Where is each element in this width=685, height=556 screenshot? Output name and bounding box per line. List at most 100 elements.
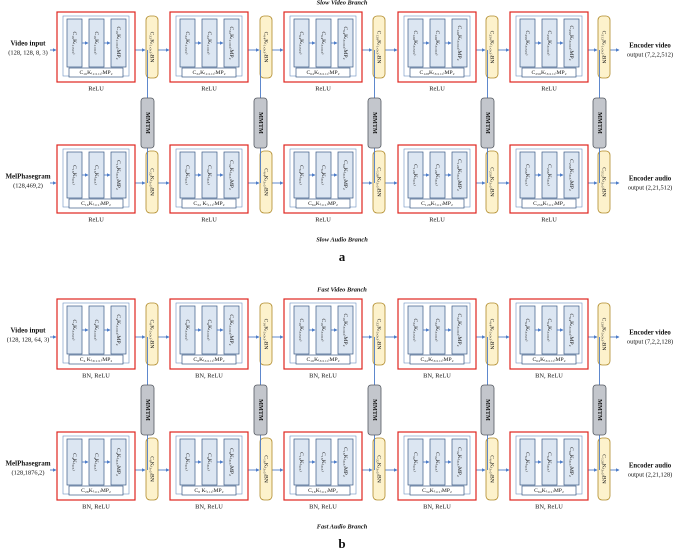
- conv-layer: [223, 151, 240, 199]
- bn-conv-block: [485, 150, 499, 214]
- mmtm-block: [140, 97, 155, 149]
- skip-conv: [68, 354, 124, 365]
- skip-conv: [181, 67, 237, 78]
- bn-conv-label: C₃₂K₍₃,₃,₃₎BN: [376, 319, 382, 350]
- conv-layer-label: C₃₂K₍₃,₃₎MP₂: [228, 160, 234, 190]
- skip-conv: [181, 198, 237, 209]
- video-input-title: Video input: [11, 327, 47, 335]
- mmtm-block: [140, 384, 155, 436]
- conv-layer-label: C₁₆K₍₁,₃,₃₎MP₂: [115, 26, 121, 59]
- bn-conv-block: [259, 437, 273, 501]
- activation-label: BN, ReLU: [195, 372, 223, 379]
- bn-conv-block: [145, 15, 159, 79]
- stage-block: C₁₆K₍₅,₅₎C₁₆K₍₃,₃₎C₁₆K₍₃,₃₎MP₂C₁₆K₍₁,₁₎M…: [56, 144, 136, 214]
- bn-conv-label: C₁₂₈K₍₃,₃₎BN: [601, 454, 607, 483]
- skip-conv-label: C₁₆K₍₃,₁,₁₎MP₂: [306, 357, 339, 363]
- stage-block: C₆₄K₍₃,₅,₅₎C₆₄K₍₃,₃,₃₎C₆₄K₍₃,₃,₃₎MP₂C₆₄K…: [509, 298, 589, 370]
- conv-layer-label: C₆₄K₍₃,₃₎: [320, 165, 326, 185]
- skip-conv-label: C₁₂₈K₍₁,₁₎MP₂: [421, 201, 453, 207]
- bn-conv-label: C₁₆K₍₃,₃,₃₎BN: [263, 319, 269, 350]
- activation-label: BN, ReLU: [309, 372, 337, 379]
- conv-layer: [451, 438, 468, 486]
- stage-block: C₃₂K₍₅,₅₎C₃₂K₍₃,₃₎C₃₂K₍₃,₃₎MP₂C₃₂K₍₁,₁₎M…: [397, 431, 477, 501]
- bn-conv-label: C₆₄K₍₃,₃₎BN: [263, 168, 269, 196]
- bn-conv-block: [597, 150, 611, 214]
- mmtm-block: [367, 97, 382, 149]
- bn-conv-block: [597, 15, 611, 79]
- bn-conv-label: C₂₅₆K₍₁,₃,₃₎BN: [489, 31, 495, 64]
- conv-layer-label: C₃₂K₍₃,₃,₃₎: [434, 318, 440, 342]
- bn-conv-label: C₂₅₆K₍₃,₃₎BN: [489, 167, 495, 196]
- skip-conv-label: C₂₅₆K₍₃,₁,₁₎MP₂: [531, 70, 566, 76]
- conv-layer-label: C₄K₍₃,₃,₃₎: [93, 319, 99, 341]
- bn-conv-label: C₆₄K₍₃,₃,₃₎BN: [489, 319, 495, 350]
- bn-conv-block: [259, 302, 273, 366]
- conv-layer-label: C₆₄K₍₃,₅,₅₎: [298, 31, 304, 55]
- conv-layer: [110, 18, 127, 68]
- conv-layer: [451, 305, 468, 355]
- conv-layer-label: C₂₅₆K₍₃,₃,₃₎MP₂: [568, 25, 574, 60]
- conv-layer: [337, 151, 354, 199]
- conv-layer-label: C₄K₍₃,₃₎: [93, 453, 99, 471]
- conv-layer-label: C₆₄K₍₅,₅₎: [524, 452, 530, 472]
- mmtm-block: [480, 384, 495, 436]
- mmtm-label: MMTM: [596, 112, 603, 134]
- bn-conv-block: [485, 437, 499, 501]
- mmtm-label: MMTM: [484, 112, 491, 134]
- skip-conv: [181, 485, 237, 496]
- mmtm-block: [367, 384, 382, 436]
- conv-layer-label: C₁₆K₍₃,₃₎MP₂: [342, 447, 348, 477]
- audio-output-dims: output (2,21,128): [628, 471, 673, 478]
- conv-layer: [110, 438, 127, 486]
- bn-conv-block: [485, 15, 499, 79]
- conv-layer-label: C₁₆K₍₁,₃,₃₎: [93, 31, 99, 55]
- conv-layer-label: C₁₆K₍₃,₃₎: [320, 452, 326, 472]
- conv-layer-label: C₆₄K₍₃,₅,₅₎: [524, 318, 530, 342]
- skip-conv: [181, 354, 237, 365]
- mmtm-label: MMTM: [144, 399, 151, 421]
- conv-layer-label: C₃₂K₍₅,₅₎: [184, 165, 190, 185]
- conv-layer-label: C₂₅₆K₍₅,₅₎: [524, 164, 530, 186]
- audio-input-dims: (128,1876,2): [11, 469, 44, 476]
- bn-conv-label: C₁₂₈K₍₁,₃,₃₎BN: [376, 31, 382, 64]
- conv-layer-label: C₈K₍₃,₃₎: [206, 453, 212, 471]
- conv-layer-label: C₆₄K₍₃,₃₎MP₂: [568, 447, 574, 477]
- mmtm-label: MMTM: [257, 399, 264, 421]
- conv-layer-label: C₄K₍₃,₃₎MP₂: [115, 448, 121, 476]
- activation-label: BN, ReLU: [195, 503, 223, 510]
- bn-conv-block: [259, 150, 273, 214]
- skip-conv: [68, 67, 124, 78]
- bn-conv-block: [145, 150, 159, 214]
- audio-output-title: Encoder audio: [629, 463, 672, 470]
- stage-block: C₁₂₈K₍₃,₅,₅₎C₁₂₈K₍₃,₃,₃₎C₁₂₈K₍₃,₃,₃₎MP₂C…: [397, 11, 477, 83]
- activation-label: BN, ReLU: [82, 372, 110, 379]
- audio-input-title: MelPhasegram: [5, 460, 50, 468]
- branch-title-bottom: Slow Audio Branch: [316, 236, 368, 243]
- video-input-dims: (128, 128, 8, 3): [8, 49, 47, 56]
- activation-label: ReLU: [201, 85, 217, 92]
- bn-conv-label: C₃₂K₍₃,₃₎BN: [149, 168, 155, 196]
- skip-conv: [521, 485, 577, 496]
- activation-label: BN, ReLU: [423, 372, 451, 379]
- skip-conv-label: C₈ K₍₁,₁₎MP₂: [194, 488, 223, 494]
- skip-conv: [409, 485, 465, 496]
- conv-layer: [110, 305, 127, 355]
- bn-conv-label: C₁₂₈K₍₃,₃,₃₎BN: [601, 318, 607, 351]
- skip-conv-label: C₈K₍₃,₁,₁₎MP₂: [193, 357, 224, 363]
- skip-conv-label: C₃₂ K₍₁,₁₎MP₂: [193, 201, 224, 207]
- conv-layer: [337, 305, 354, 355]
- skip-conv-label: C₂₅₆K₍₁,₁₎MP₂: [533, 201, 565, 207]
- conv-layer-label: C₃₂K₍₁,₅,₅₎: [184, 31, 190, 55]
- conv-layer: [563, 18, 580, 68]
- mmtm-block: [253, 384, 268, 436]
- conv-layer-label: C₁₂₈K₍₃,₃₎MP₂: [456, 159, 462, 191]
- conv-layer-label: C₄K₍₃,₃,₃₎MP₂: [115, 314, 121, 345]
- video-output-title: Encoder video: [629, 330, 671, 337]
- bn-conv-block: [597, 437, 611, 501]
- activation-label: ReLU: [429, 216, 445, 223]
- stage-block: C₃₂K₍₃,₅,₅₎C₃₂K₍₃,₃,₃₎C₃₂K₍₃,₃,₃₎MP₂C₃₂K…: [397, 298, 477, 370]
- bn-conv-block: [372, 437, 386, 501]
